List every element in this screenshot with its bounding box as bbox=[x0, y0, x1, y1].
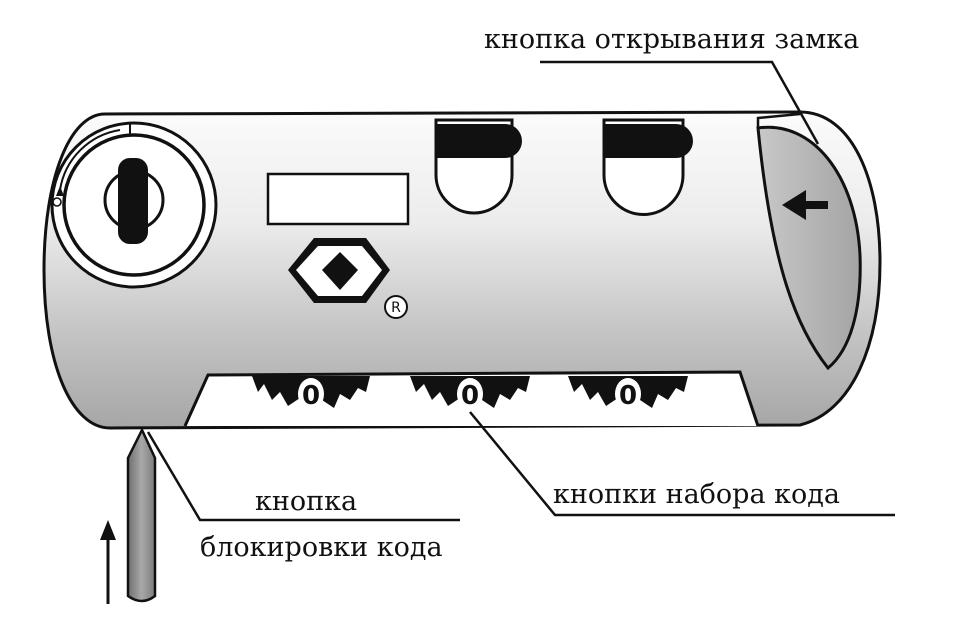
left-arrow-icon bbox=[782, 190, 828, 220]
key-cylinder bbox=[50, 121, 218, 289]
registered-mark: R bbox=[384, 295, 408, 319]
label-lock-button-line1: кнопка bbox=[255, 486, 357, 517]
registered-mark-text: R bbox=[391, 300, 401, 316]
code-dial-2[interactable]: 0 bbox=[410, 376, 530, 411]
open-lock-button[interactable] bbox=[756, 112, 862, 371]
label-lock-button-line2: блокировки кода bbox=[200, 532, 443, 563]
leader-lines bbox=[146, 60, 895, 522]
tsa-logo bbox=[288, 238, 390, 303]
dial-digit-3: 0 bbox=[619, 381, 637, 411]
keyhole-icon bbox=[118, 158, 148, 244]
dial-digit-1: 0 bbox=[302, 381, 320, 411]
unlock-marker-icon bbox=[52, 197, 62, 207]
code-dial-1[interactable]: 0 bbox=[252, 376, 370, 411]
shackle-slot-left bbox=[434, 118, 522, 215]
label-open-button: кнопка открывания замка bbox=[484, 24, 859, 55]
shackle-slot-right bbox=[602, 118, 693, 216]
code-dial-3[interactable]: 0 bbox=[568, 376, 688, 411]
dial-digit-2: 0 bbox=[461, 381, 479, 411]
label-code-buttons: кнопки набора кода bbox=[553, 479, 840, 510]
indicator-window bbox=[266, 172, 410, 226]
lock-code-button[interactable] bbox=[126, 427, 157, 603]
up-arrow-icon bbox=[100, 520, 116, 604]
